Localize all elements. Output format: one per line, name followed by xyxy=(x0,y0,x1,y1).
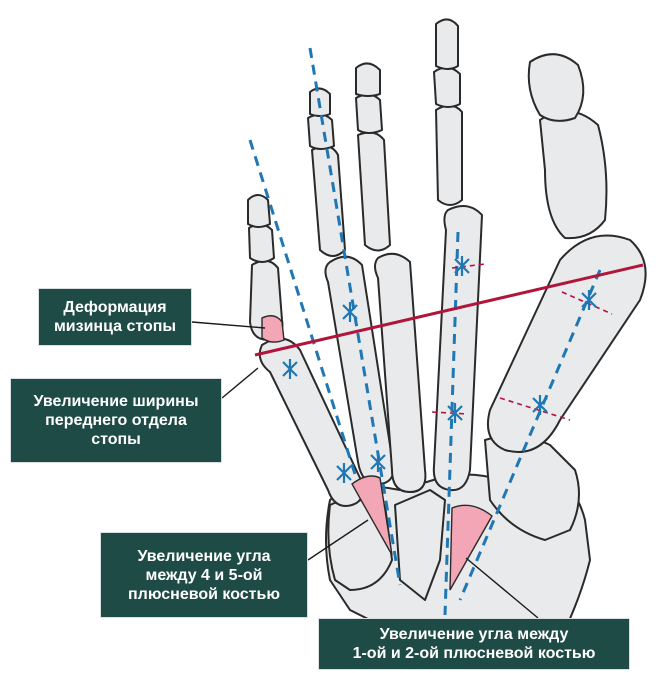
forefoot-width-line xyxy=(254,263,644,357)
axis-marker xyxy=(336,463,352,483)
axis-metatarsal-1 xyxy=(458,269,602,601)
toe-1-proximal xyxy=(539,110,608,240)
toe-5-middle xyxy=(248,223,275,263)
toe-2-middle xyxy=(433,66,461,108)
label-line: Увеличение угла между xyxy=(379,626,569,643)
label-line: плюсневой костью xyxy=(127,585,280,603)
leader-line-little-toe xyxy=(191,321,266,329)
tick-mark xyxy=(431,411,469,415)
axis-marker xyxy=(581,290,597,310)
label-line: Увеличение угла xyxy=(137,547,271,565)
angle-wedge-1-2 xyxy=(449,504,493,591)
axis-marker xyxy=(370,452,386,472)
label-line: переднего отдела xyxy=(45,412,187,429)
axis-markers xyxy=(282,256,597,483)
leader-line-angle-1-2 xyxy=(465,557,539,619)
toe-2-proximal xyxy=(435,104,463,206)
toe-4-proximal xyxy=(311,145,346,257)
axis-marker xyxy=(454,256,470,276)
toe-5-distal xyxy=(247,194,271,228)
label-line: Деформация xyxy=(63,299,167,316)
toe-3-distal xyxy=(355,62,381,97)
little-toe-joint-highlight xyxy=(261,315,285,343)
metatarsal-3 xyxy=(374,252,427,493)
label-little-toe-deformity: Деформация мизинца стопы xyxy=(38,288,192,346)
axis-metatarsal-2 xyxy=(443,231,460,616)
label-forefoot-width: Увеличение ширины переднего отдела стопы xyxy=(10,378,222,463)
toe-1-distal xyxy=(527,53,585,122)
label-angle-1-2: Увеличение угла между 1-ой и 2-ой плюсне… xyxy=(318,618,630,670)
tick-mark xyxy=(451,263,486,269)
toe-2-distal xyxy=(435,18,459,70)
axis-marker xyxy=(342,302,358,322)
metatarsal-1 xyxy=(486,234,647,453)
label-line: между 4 и 5-ой xyxy=(145,566,263,584)
axis-marker xyxy=(282,359,298,379)
label-line: стопы xyxy=(91,431,141,448)
axis-marker xyxy=(532,395,548,415)
metatarsal-5 xyxy=(258,337,364,507)
toe-3-middle xyxy=(355,93,383,134)
leader-line-forefoot-width xyxy=(221,367,259,399)
angle-wedge-4-5 xyxy=(351,475,393,556)
label-line: мизинца стопы xyxy=(53,318,177,335)
cuneiform-middle xyxy=(394,489,446,601)
metatarsal-2 xyxy=(432,205,483,492)
label-line: Увеличение ширины xyxy=(33,393,199,410)
axis-marker xyxy=(447,403,463,423)
label-line: 1-ой и 2-ой плюсневой костью xyxy=(352,645,596,662)
leader-line-angle-4-5 xyxy=(307,519,369,561)
label-angle-4-5: Увеличение угла между 4 и 5-ой плюсневой… xyxy=(100,532,308,618)
toe-3-proximal xyxy=(357,131,391,252)
